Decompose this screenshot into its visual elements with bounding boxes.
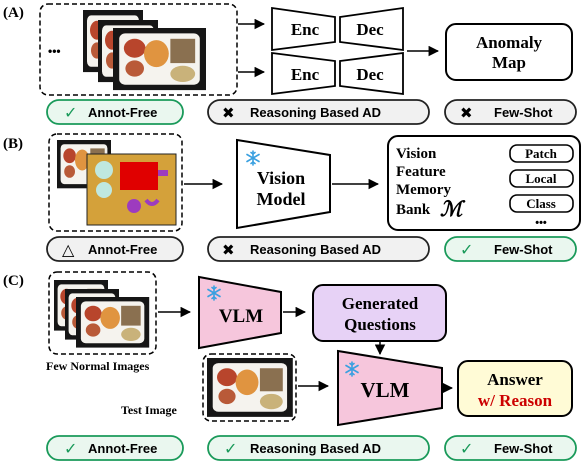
bank-more-ellipsis: ••• xyxy=(535,217,547,229)
food-tray-image xyxy=(76,297,150,348)
check-icon: ✓ xyxy=(460,242,473,259)
generated-questions-line2: Questions xyxy=(344,315,416,334)
memory-bank-line: Vision xyxy=(396,146,437,162)
cross-icon: ✖ xyxy=(222,105,235,122)
encoder-label: Enc xyxy=(291,20,320,39)
check-icon: ✓ xyxy=(224,441,237,458)
capability-pill-reasoning: ✖ Reasoning Based AD xyxy=(207,236,430,262)
capability-pill-few-shot: ✖ Few-Shot xyxy=(444,99,577,125)
pill-label: Reasoning Based AD xyxy=(250,105,381,120)
pill-label: Reasoning Based AD xyxy=(250,242,381,257)
check-icon: ✓ xyxy=(64,441,77,458)
pill-label: Few-Shot xyxy=(494,441,553,456)
encoder-bottom xyxy=(271,51,336,96)
few-normal-images-group xyxy=(48,271,157,355)
encoder-label: Enc xyxy=(291,65,320,84)
vision-model-block xyxy=(236,138,331,230)
vision-model-line2: Model xyxy=(257,189,306,209)
svg-text:Local: Local xyxy=(525,171,556,186)
anomaly-map-line1: Anomaly xyxy=(476,33,543,52)
normal-images-group xyxy=(39,3,238,96)
more-images-ellipsis: ••• xyxy=(48,44,61,58)
capability-pill-annot-free: △ Annot-Free xyxy=(46,236,184,262)
vlm-label: VLM xyxy=(361,378,410,402)
triangle-icon: △ xyxy=(62,242,75,259)
decoder-bottom xyxy=(339,51,404,96)
pill-label: Annot-Free xyxy=(88,242,157,257)
pill-label: Annot-Free xyxy=(88,441,157,456)
pill-label: Few-Shot xyxy=(494,242,553,257)
svg-text:Class: Class xyxy=(526,196,556,211)
bank-item-patch: Patch xyxy=(509,144,574,163)
vlm-label: VLM xyxy=(219,306,263,327)
check-icon: ✓ xyxy=(460,441,473,458)
segmentation-mask xyxy=(86,153,177,226)
food-tray-image xyxy=(207,358,293,417)
autoencoder-top: Enc Dec xyxy=(271,6,404,52)
pill-label: Reasoning Based AD xyxy=(250,441,381,456)
panel-b: (B) Vision Model Vision Feature Memory B… xyxy=(3,133,581,262)
image-and-mask-group xyxy=(48,133,183,232)
anomaly-map-line2: Map xyxy=(492,53,526,72)
capability-pill-annot-free: ✓ Annot-Free xyxy=(46,435,184,461)
memory-bank-symbol: ℳ xyxy=(440,197,466,221)
decoder-top xyxy=(339,6,404,52)
panel-a-label: (A) xyxy=(3,5,24,21)
generated-questions-line1: Generated xyxy=(342,294,419,313)
memory-bank-line: Bank xyxy=(396,202,431,218)
test-image-caption: Test Image xyxy=(121,403,178,417)
memory-bank-line: Feature xyxy=(396,164,446,180)
panel-b-label: (B) xyxy=(3,136,23,152)
food-tray-image xyxy=(113,28,206,91)
cross-icon: ✖ xyxy=(460,105,473,122)
few-normal-caption: Few Normal Images xyxy=(46,359,150,373)
svg-text:Patch: Patch xyxy=(525,146,558,161)
encoder-top xyxy=(271,6,336,52)
decoder-label: Dec xyxy=(356,20,384,39)
answer-box xyxy=(457,360,573,417)
test-image-group xyxy=(202,353,297,422)
pill-label: Annot-Free xyxy=(88,105,157,120)
anomaly-map-box xyxy=(445,23,573,81)
vision-model-line1: Vision xyxy=(257,168,305,188)
decoder-label: Dec xyxy=(356,65,384,84)
image-stack xyxy=(83,10,206,91)
answer-line1: Answer xyxy=(487,370,543,389)
pill-label: Few-Shot xyxy=(494,105,553,120)
answer-line2: w/ Reason xyxy=(478,391,553,410)
vlm-block-top xyxy=(198,275,282,350)
capability-pill-few-shot: ✓ Few-Shot xyxy=(444,435,577,461)
panel-a: (A) ••• Enc Dec Enc Dec Anomaly Map ✓ xyxy=(3,3,577,125)
check-icon: ✓ xyxy=(64,105,77,122)
panel-c: (C) Few Normal Images VLM Generated Ques… xyxy=(3,271,577,461)
vlm-block-bottom xyxy=(337,349,443,427)
capability-pill-reasoning: ✖ Reasoning Based AD xyxy=(207,99,430,125)
memory-bank-line: Memory xyxy=(396,182,451,198)
bank-item-class: Class xyxy=(509,194,574,213)
bank-item-local: Local xyxy=(509,169,574,188)
panel-c-label: (C) xyxy=(3,273,24,289)
capability-pill-reasoning: ✓ Reasoning Based AD xyxy=(207,435,430,461)
capability-pill-annot-free: ✓ Annot-Free xyxy=(46,99,184,125)
capability-pill-few-shot: ✓ Few-Shot xyxy=(444,236,577,262)
autoencoder-bottom: Enc Dec xyxy=(271,51,404,96)
cross-icon: ✖ xyxy=(222,242,235,259)
